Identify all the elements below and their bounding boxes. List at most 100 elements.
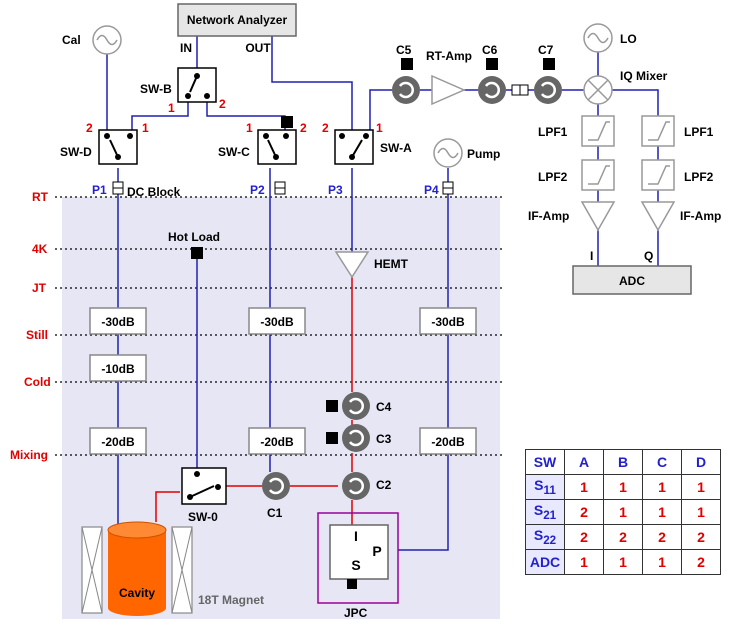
att-line1-2: -20dB	[101, 435, 135, 449]
table-cell: 2	[564, 524, 604, 550]
c5-circulator	[392, 58, 420, 104]
att-line2-0: -30dB	[260, 315, 294, 329]
table-cell: 1	[564, 549, 604, 575]
table-header-cell: A	[564, 449, 604, 475]
dc-block-label: DC Block	[127, 185, 181, 199]
table-header-cell: D	[681, 449, 721, 475]
dc-block-rt	[511, 84, 529, 96]
network-analyzer-label: Network Analyzer	[187, 13, 288, 27]
table-cell: 2	[642, 524, 682, 550]
att-line4-1: -20dB	[431, 435, 465, 449]
port-p2: P2	[250, 183, 265, 197]
table-row: S22 2 2 2 2	[525, 524, 721, 550]
table-cell: 2	[681, 549, 721, 575]
table-cell: 2	[564, 499, 604, 525]
table-row: S11 1 1 1 1	[525, 474, 721, 500]
stage-label-jt: JT	[32, 281, 47, 295]
row-label-s22: S22	[525, 524, 565, 550]
pump-label: Pump	[467, 147, 500, 161]
dc-block-p4	[442, 181, 454, 195]
lpf2-right-label: LPF2	[684, 170, 714, 184]
sw-a-switch	[334, 129, 374, 165]
sw-b-port1: 1	[168, 101, 175, 115]
row-label-s11: S11	[525, 474, 565, 500]
dc-block-p1	[112, 181, 124, 195]
rt-amp-icon	[431, 74, 466, 106]
rt-amp-label: RT-Amp	[426, 49, 472, 63]
port-p1: P1	[92, 183, 107, 197]
jpc-s-label: S	[351, 557, 360, 573]
na-in-label: IN	[180, 41, 192, 55]
port-p4: P4	[424, 183, 439, 197]
c7-circulator	[534, 58, 562, 104]
sw-d-port1: 1	[142, 121, 149, 135]
stage-label-4k: 4K	[32, 242, 48, 256]
attenuator-line1-30db	[89, 307, 147, 335]
iq-mixer-label: IQ Mixer	[620, 69, 668, 83]
sw-d-switch	[98, 129, 138, 165]
c1-label: C1	[267, 506, 283, 520]
jpc-p-label: P	[372, 543, 381, 559]
table-cell: 1	[642, 499, 682, 525]
lpf1-left-filter	[581, 115, 615, 147]
table-cell: 1	[681, 474, 721, 500]
c6-label: C6	[482, 43, 498, 57]
table-cell: 1	[642, 474, 682, 500]
sw-b-port2: 2	[219, 97, 226, 111]
attenuator-line2-20db	[248, 427, 306, 455]
sw-c-switch	[257, 116, 297, 165]
cavity-label: Cavity	[119, 586, 155, 600]
table-cell: 2	[603, 524, 643, 550]
hot-load-label: Hot Load	[168, 230, 220, 244]
if-amp-left-label: IF-Amp	[528, 209, 569, 223]
lpf2-left-filter	[581, 159, 615, 191]
adc-box	[572, 265, 692, 295]
hemt-icon	[334, 251, 370, 279]
table-cell: 1	[681, 499, 721, 525]
port-p3: P3	[328, 183, 343, 197]
table-row: ADC 1 1 1 2	[525, 549, 721, 575]
att-line4-0: -30dB	[431, 315, 465, 329]
lpf2-left-label: LPF2	[538, 170, 568, 184]
c2-circulator	[342, 472, 370, 500]
wire-na-out	[271, 36, 353, 130]
sw-d-label: SW-D	[60, 145, 92, 159]
magnet-left	[81, 526, 103, 614]
c5-label: C5	[396, 43, 412, 57]
adc-q-label: Q	[644, 249, 653, 263]
adc-i-label: I	[590, 249, 593, 263]
table-header-cell: SW	[525, 449, 565, 475]
attenuator-line4-20db	[419, 427, 477, 455]
sw-b-switch	[177, 67, 217, 103]
sw-a-label: SW-A	[380, 141, 412, 155]
jpc-outline	[317, 512, 399, 604]
table-header-cell: C	[642, 449, 682, 475]
attenuator-line4-30db	[419, 307, 477, 335]
table-cell: 2	[681, 524, 721, 550]
stage-label-mixing: Mixing	[10, 448, 48, 462]
table-header-cell: B	[603, 449, 643, 475]
sw-a-port1: 1	[376, 121, 383, 135]
table-cell: 1	[603, 549, 643, 575]
attenuator-line1-20db	[89, 427, 147, 455]
row-label-adc: ADC	[525, 549, 565, 575]
attenuator-line1-10db	[89, 354, 147, 382]
hemt-label: HEMT	[374, 257, 409, 271]
wire-line4	[398, 168, 449, 551]
stage-label-still: Still	[26, 328, 48, 342]
sw-c-label: SW-C	[218, 145, 250, 159]
sw-0-switch	[181, 467, 227, 505]
stage-label-rt: RT	[32, 190, 49, 204]
table-row: S21 2 1 1 1	[525, 499, 721, 525]
row-label-s21: S21	[525, 499, 565, 525]
c2-label: C2	[376, 478, 392, 492]
magnet-right	[171, 526, 193, 614]
c4-label: C4	[376, 400, 392, 414]
att-line1-1: -10dB	[101, 362, 135, 376]
cal-label: Cal	[62, 33, 81, 47]
lpf1-right-label: LPF1	[684, 125, 714, 139]
wire-swa-c5	[369, 89, 392, 130]
lpf2-right-filter	[641, 159, 675, 191]
stage-label-cold: Cold	[24, 375, 51, 389]
iq-mixer-icon	[583, 75, 613, 105]
